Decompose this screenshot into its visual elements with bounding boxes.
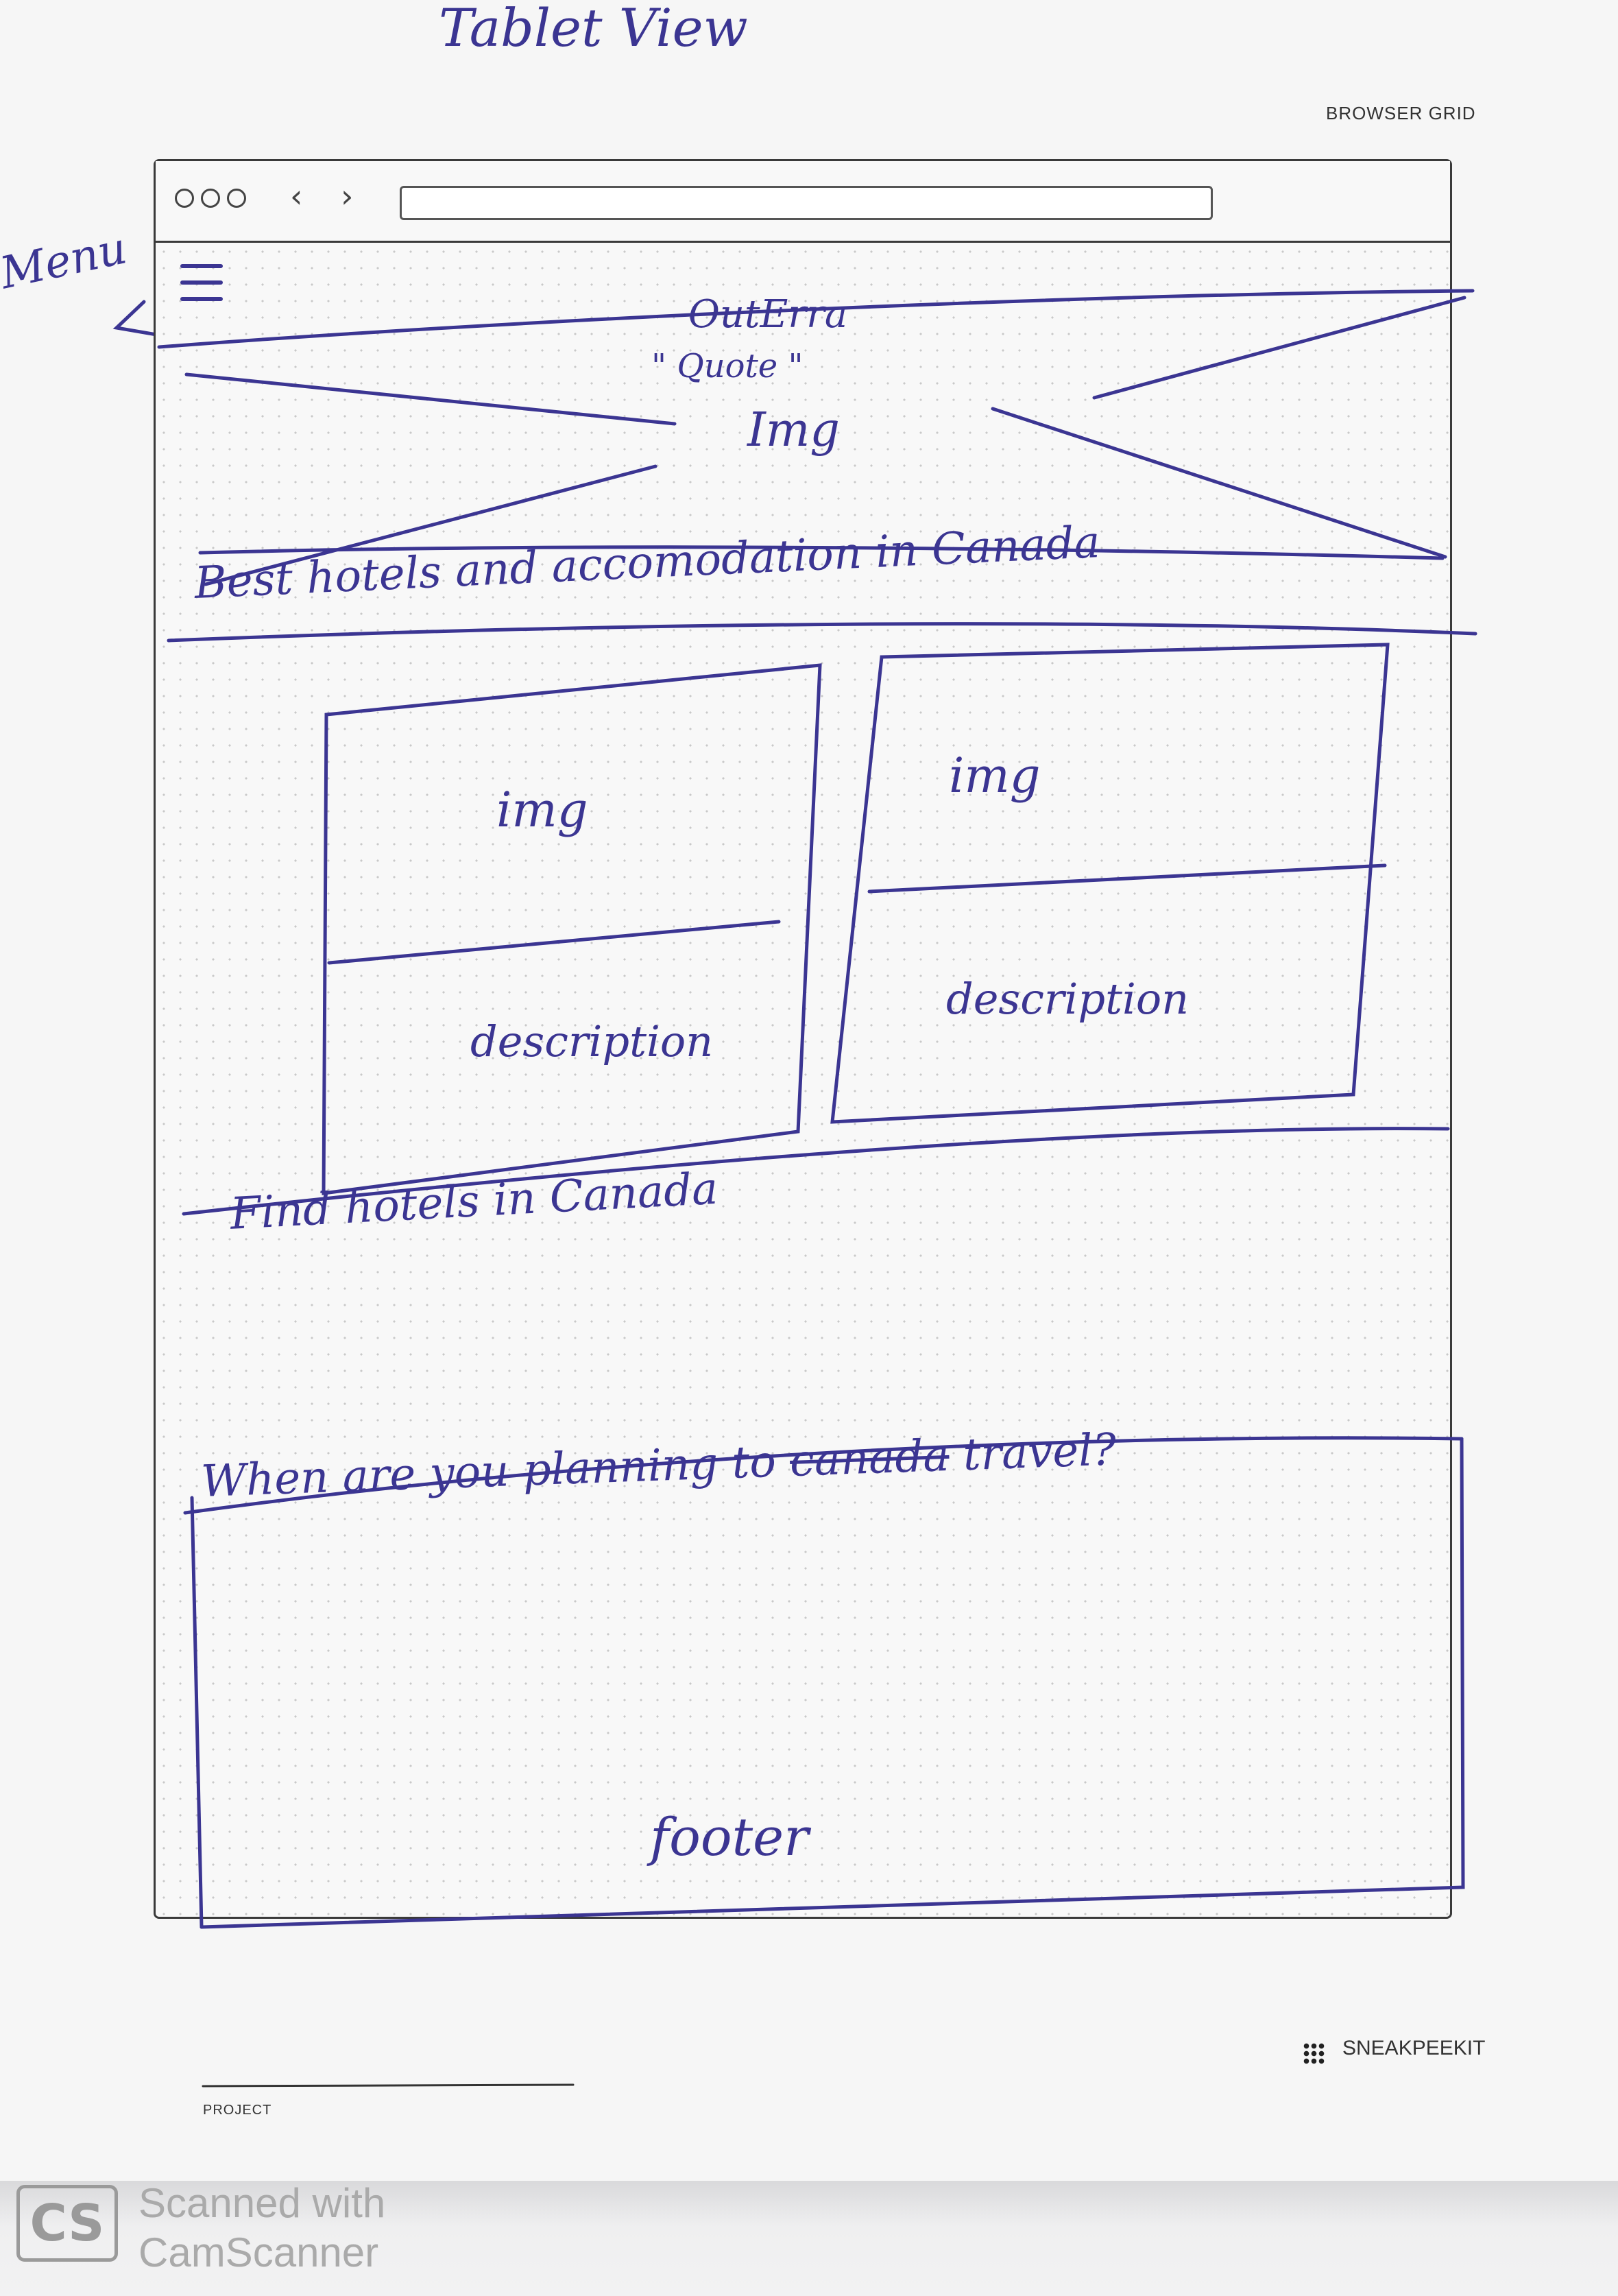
camscanner-badge: CS <box>16 2185 118 2262</box>
hero-cross-line <box>184 372 677 426</box>
hotel-card-2[interactable]: img description <box>832 645 1388 1122</box>
browser-chrome: ‹ › <box>156 161 1450 243</box>
window-dot-minimize[interactable] <box>201 189 220 208</box>
hero-bottom-line <box>198 545 1445 560</box>
project-line <box>202 2083 575 2088</box>
hero-cross-line <box>204 464 657 586</box>
hotel-card-1-outline <box>322 663 822 1195</box>
planning-struck-word: canada <box>788 1430 950 1487</box>
hotels-divider-line <box>167 622 1477 643</box>
hero-image-label: Img <box>747 403 840 457</box>
hotel-card-1-divider <box>327 920 781 965</box>
url-bar[interactable] <box>400 186 1213 220</box>
page-heading: Tablet View <box>439 0 748 58</box>
planning-text-end: travel? <box>962 1424 1118 1481</box>
project-label: PROJECT <box>203 2103 272 2118</box>
window-dot-close[interactable] <box>175 189 194 208</box>
menu-annotation-arrow <box>112 300 167 338</box>
window-dot-maximize[interactable] <box>227 189 246 208</box>
planning-divider-line <box>183 1436 1464 1515</box>
sneakpeekit-grid-icon <box>1303 2042 1326 2066</box>
back-arrow-icon[interactable]: ‹ <box>290 178 303 215</box>
hotel-card-2-image-label: img <box>949 748 1041 804</box>
hero-cross-line <box>991 407 1447 559</box>
browser-grid-label: BROWSER GRID <box>1326 103 1476 123</box>
scanner-strip <box>0 2181 1618 2296</box>
footer-label: footer <box>650 1806 809 1867</box>
hotel-card-2-outline <box>830 643 1390 1124</box>
hotel-card-2-description: description <box>946 974 1190 1024</box>
hotel-card-1-image-label: img <box>496 782 588 838</box>
hero-cross-line <box>1092 296 1466 400</box>
watermark-line-2: CamScanner <box>138 2229 379 2275</box>
hotel-card-1-description: description <box>470 1016 714 1066</box>
hero-quote: " Quote " <box>651 347 804 385</box>
brand-label: SNEAKPEEKIT <box>1342 2037 1486 2059</box>
find-divider-line <box>182 1127 1450 1216</box>
hamburger-menu-icon[interactable] <box>180 264 223 315</box>
watermark-line-1: Scanned with <box>138 2180 386 2226</box>
hero-title: OutErra <box>688 292 848 337</box>
forward-arrow-icon[interactable]: › <box>341 178 354 215</box>
footer-outline <box>200 1437 1465 1929</box>
hotel-card-2-divider <box>867 863 1387 894</box>
footer-outline-left <box>190 1496 204 1929</box>
hotel-card-1[interactable]: img description <box>326 665 820 1193</box>
header-divider-line <box>157 289 1475 349</box>
